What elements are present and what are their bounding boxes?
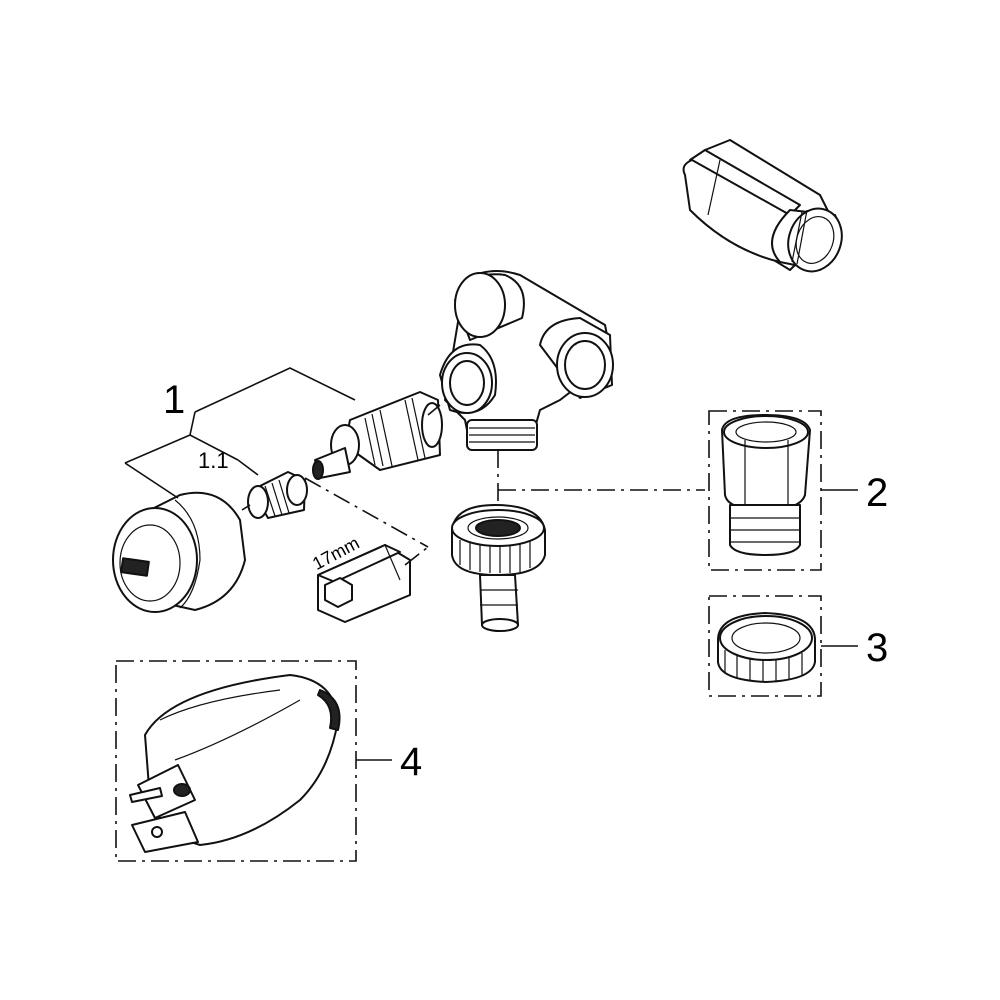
assembly-lines (124, 367, 705, 566)
fitting-item-2 (721, 414, 811, 556)
spline-adapter (247, 471, 308, 519)
label-item-1: 1 (163, 378, 186, 422)
label-item-2: 2 (866, 471, 889, 515)
tee-valve-body (439, 270, 614, 451)
frame-item-3 (708, 595, 822, 697)
lever-handle-item-4 (129, 674, 341, 853)
extension-fitting (682, 139, 843, 273)
label-item-4: 4 (400, 740, 423, 784)
label-item-1-1: 1.1 (198, 448, 229, 473)
label-item-3: 3 (866, 626, 889, 670)
cap-knob (112, 491, 246, 613)
union-nut-item-3 (717, 612, 816, 683)
hex-wrench-17mm (317, 544, 411, 623)
headpart-cartridge (312, 391, 443, 480)
hose-connector (451, 504, 546, 632)
frame-item-4 (115, 660, 357, 862)
